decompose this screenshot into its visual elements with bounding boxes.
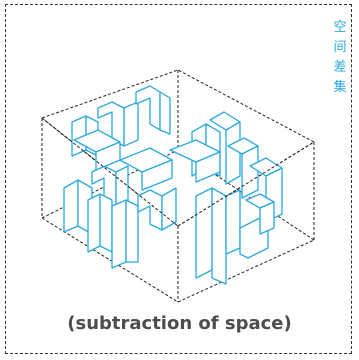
bounding-box-front bbox=[41, 117, 315, 227]
caption: (subtraction of space) bbox=[67, 313, 292, 334]
title-char-3: 差 bbox=[333, 60, 347, 75]
title-char-4: 集 bbox=[333, 80, 347, 95]
title-char-1: 空 bbox=[333, 20, 347, 35]
dashed-frame bbox=[5, 4, 352, 354]
vertical-title: 空 间 差 集 bbox=[332, 18, 348, 98]
title-char-2: 间 bbox=[333, 40, 347, 55]
left-cluster bbox=[63, 85, 177, 269]
right-cluster bbox=[169, 111, 283, 285]
